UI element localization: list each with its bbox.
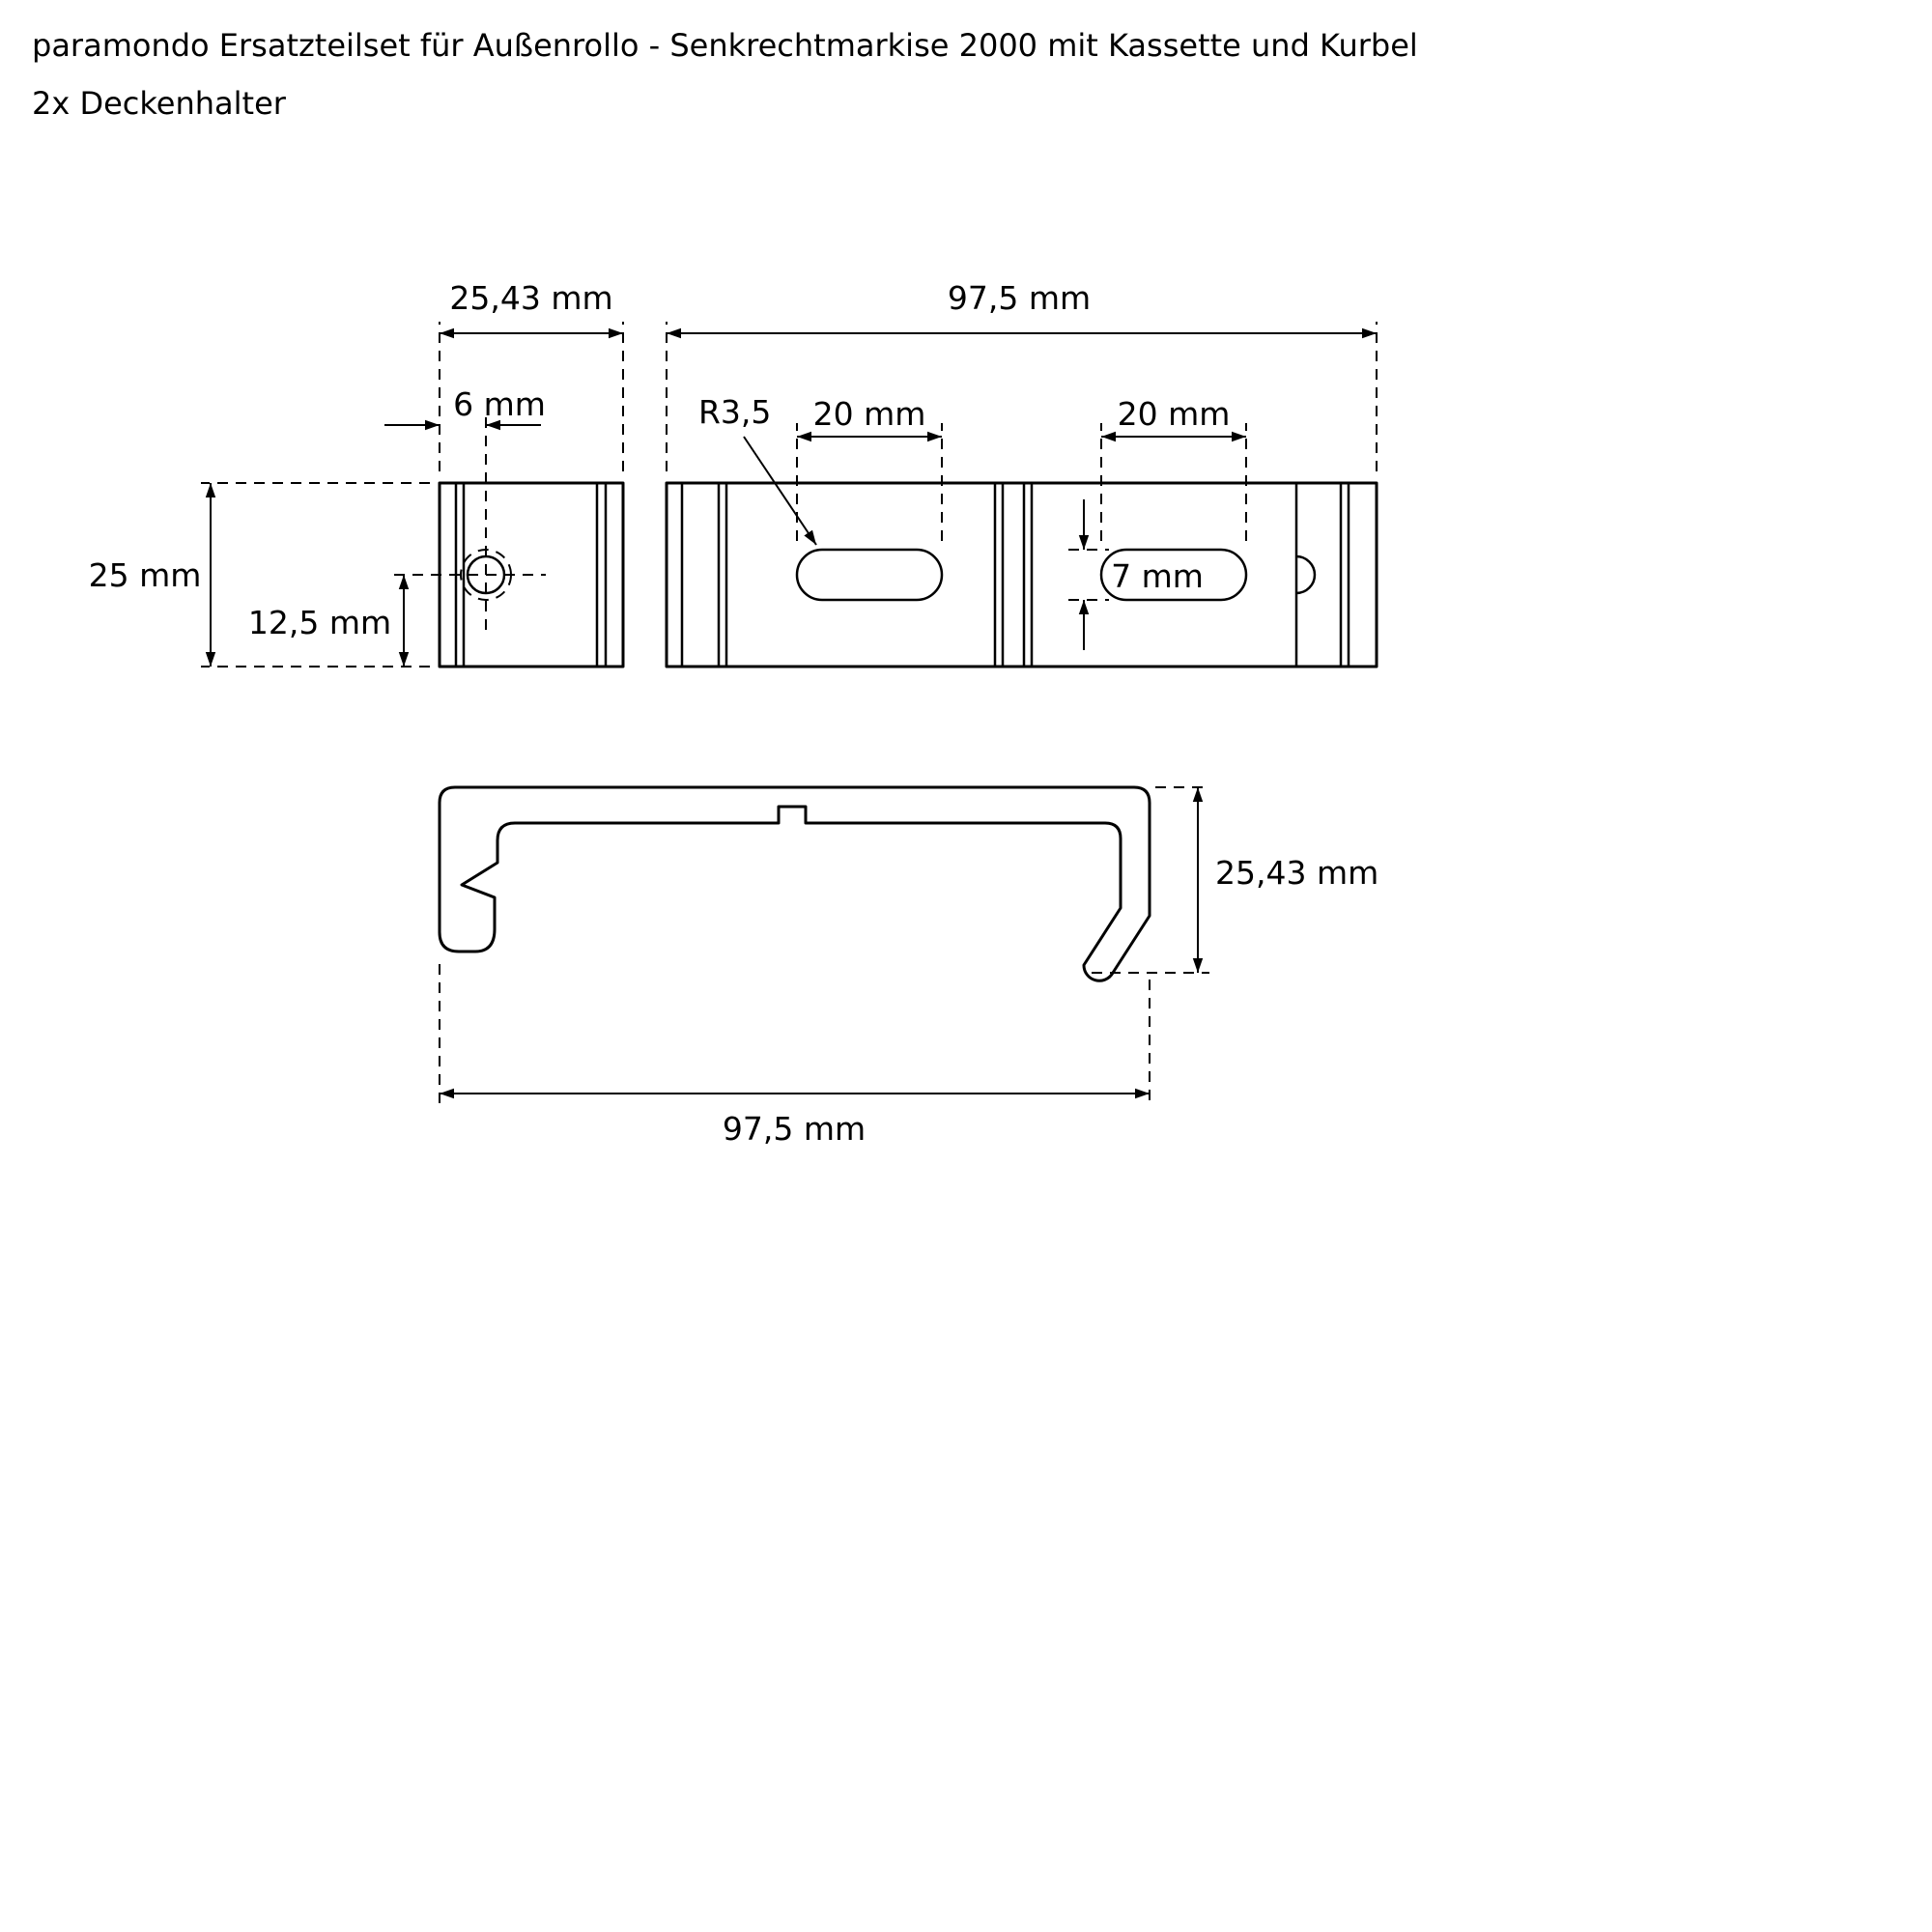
dim-label-slot1-length: 20 mm <box>813 395 926 433</box>
dim-label-slot2-length: 20 mm <box>1118 395 1231 433</box>
front-view-outline <box>665 481 1378 668</box>
side-view <box>394 417 625 668</box>
leader-slot-radius <box>743 436 817 546</box>
dim-label-profile-height: 25,43 mm <box>1215 854 1378 892</box>
dim-label-slot-radius: R3,5 <box>698 393 771 431</box>
dim-label-hole-offset: 6 mm <box>453 385 546 423</box>
side-view-bend-lines <box>454 483 608 667</box>
dim-label-front-width: 97,5 mm <box>948 279 1091 317</box>
profile-view <box>438 785 1151 982</box>
side-view-dimensions: 25,43 mm 6 mm 25 mm 12,5 mm <box>89 279 624 668</box>
dim-label-profile-width: 97,5 mm <box>723 1110 866 1148</box>
dim-label-slot-height: 7 mm <box>1111 557 1204 595</box>
dim-label-side-height: 25 mm <box>89 556 202 594</box>
front-view-dimensions: 97,5 mm R3,5 20 mm 20 mm 7 mm <box>666 279 1378 650</box>
profile-view-dimensions: 25,43 mm 97,5 mm <box>439 786 1378 1148</box>
slot-left <box>795 548 944 602</box>
dim-label-side-width: 25,43 mm <box>449 279 612 317</box>
front-view-bend-lines <box>680 483 1350 667</box>
front-view <box>665 481 1378 668</box>
drawing-subtitle: 2x Deckenhalter <box>32 85 286 122</box>
drawing-title: paramondo Ersatzteilset für Außenrollo -… <box>32 27 1418 64</box>
slot-right <box>1099 548 1248 602</box>
dim-label-hole-from-bottom: 12,5 mm <box>248 604 391 641</box>
edge-recess-arc <box>1295 554 1317 595</box>
profile-outline <box>438 785 1151 982</box>
